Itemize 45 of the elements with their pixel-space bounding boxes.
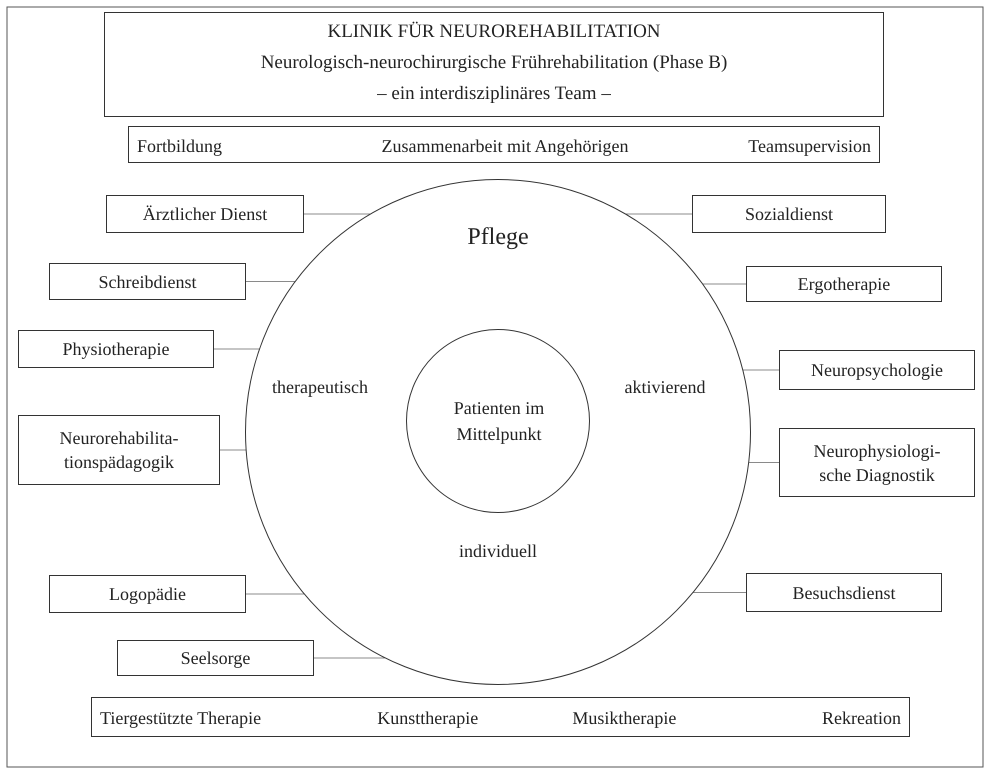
circle-label: Patienten im Mittelpunkt [452,397,546,446]
service-box [117,640,314,676]
circle-label: aktivierend [624,376,706,398]
circle-label: therapeutisch [272,376,368,398]
service-box [746,573,942,612]
topic-label: Kunsttherapie [377,707,478,729]
service-label: Neuropsychologie [810,359,944,382]
service-label: Schreibdienst [98,270,198,294]
service-box [18,330,214,368]
topic-bar [128,126,880,163]
service-box [779,428,975,497]
inner-circle [406,329,590,513]
connector-line [214,348,260,350]
title-box [104,12,884,117]
service-label: Physiotherapie [62,338,170,361]
circle-label: individuell [459,540,537,562]
topic-label: Rekreation [822,707,901,729]
service-label: Logopädie [108,583,187,606]
service-label: Ärztlicher Dienst [142,203,268,226]
topic-label: Zusammenarbeit mit Angehörigen [382,134,628,156]
connector-line [692,592,746,593]
subtitle: – ein interdisziplinäres Team – [376,82,612,106]
connector-line [246,281,296,282]
topic-label: Musiktherapie [572,707,676,729]
service-box [18,415,220,485]
subtitle: Neurologisch-neurochirurgische Frührehabilitation (Phase B) [260,51,728,75]
topic-label: Teamsupervision [748,134,871,156]
service-label: Sozialdienst [744,203,834,226]
service-label: Neurorehabilita-tionspädagogik [58,427,180,474]
service-box [49,575,246,613]
service-label: Seelsorge [180,647,252,670]
service-label: Ergotherapie [796,273,892,296]
service-box [692,195,886,233]
topic-label: Fortbildung [137,134,222,156]
service-box [746,266,942,302]
service-box [49,263,246,300]
service-box [106,195,304,233]
service-box [779,350,975,390]
clinic-title: KLINIK FÜR NEUROREHABILITATION [326,20,662,44]
circle-heading: Pflege [467,223,529,252]
connector-line [748,462,780,463]
topic-label: Tiergestützte Therapie [100,707,262,729]
service-label: Neurophysiologi-sche Diagnostik [812,440,942,486]
topic-bar [91,697,910,737]
service-label: Besuchsdienst [792,582,896,604]
